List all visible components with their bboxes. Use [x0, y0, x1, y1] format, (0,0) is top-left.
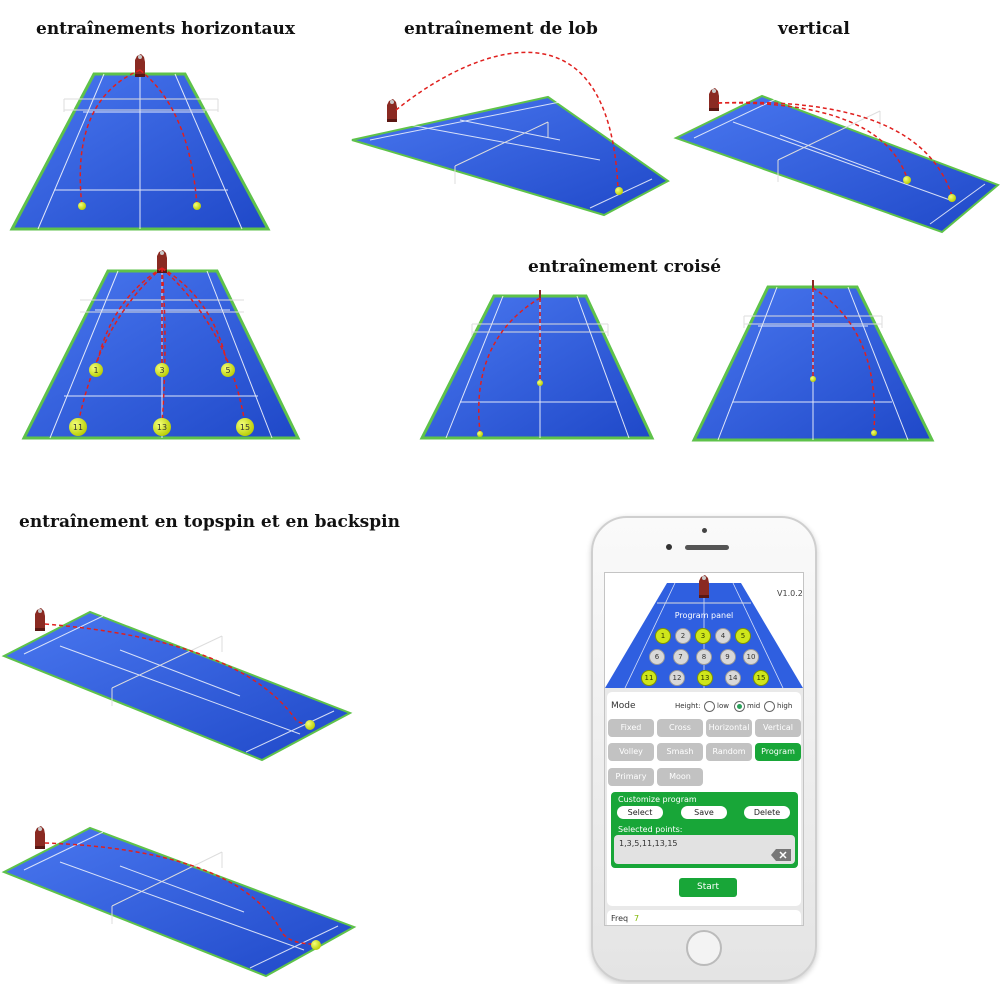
customize-program-panel: Customize program Select Save Delete Sel… [611, 792, 798, 868]
program-point-4[interactable]: 4 [715, 628, 731, 644]
selected-points-label: Selected points: [618, 825, 683, 834]
ball-icon [236, 418, 254, 436]
program-point-8[interactable]: 8 [696, 649, 712, 665]
program-point-10[interactable]: 10 [743, 649, 759, 665]
caption-horizontal-training: entraînements horizontaux [36, 19, 295, 39]
ball-icon [615, 187, 623, 195]
ball-icon [871, 430, 877, 436]
mode-random-button[interactable]: Random [706, 743, 752, 761]
mode-control-card: Mode Height: low mid high Fixed Cross Ho… [607, 692, 801, 906]
ball-icon [948, 194, 956, 202]
mode-volley-button[interactable]: Volley [608, 743, 654, 761]
caption-lob-training: entraînement de lob [404, 19, 598, 39]
delete-button[interactable]: Delete [744, 806, 790, 819]
backspace-clear-icon[interactable] [771, 849, 791, 861]
court-backspin [1, 826, 357, 978]
caption-spin-training: entraînement en topspin et en backspin [19, 512, 400, 532]
frequency-card: Freq 7 [607, 910, 801, 925]
start-button[interactable]: Start [679, 878, 737, 897]
program-point-9[interactable]: 9 [719, 649, 736, 665]
court-cross-right [691, 280, 935, 442]
court-vertical [673, 88, 1000, 234]
mode-fixed-button[interactable]: Fixed [608, 719, 654, 737]
ball-icon [89, 363, 103, 377]
ball-number-5: 5 [225, 366, 230, 375]
ball-number-1: 1 [93, 366, 98, 375]
ball-icon [193, 202, 201, 210]
ball-number-13: 13 [157, 423, 167, 432]
ball-icon [810, 376, 816, 382]
save-button[interactable]: Save [681, 806, 727, 819]
program-point-11[interactable]: 11 [641, 670, 657, 686]
height-low-label: low [717, 702, 729, 710]
height-mid-radio[interactable] [734, 701, 745, 712]
height-high-radio[interactable] [764, 701, 775, 712]
ball-number-11: 11 [73, 423, 83, 432]
height-low-radio[interactable] [704, 701, 715, 712]
court-topspin [1, 608, 353, 762]
court-cross-left [419, 290, 655, 440]
ball-icon [903, 176, 911, 184]
mode-program-button[interactable]: Program [755, 743, 801, 761]
app-version: V1.0.2 [777, 589, 803, 598]
ball-number-3: 3 [159, 366, 164, 375]
ball-icon [78, 202, 86, 210]
program-point-5[interactable]: 5 [735, 628, 751, 644]
program-point-3[interactable]: 3 [695, 628, 711, 644]
selected-points-field[interactable]: 1,3,5,11,13,15 [614, 835, 795, 864]
program-point-13[interactable]: 13 [697, 670, 713, 686]
ball-icon [311, 940, 321, 950]
mode-label: Mode [611, 701, 636, 711]
mode-cross-button[interactable]: Cross [657, 719, 703, 737]
program-point-12[interactable]: 12 [669, 670, 685, 686]
mode-smash-button[interactable]: Smash [657, 743, 703, 761]
frequency-value: 7 [634, 914, 640, 923]
mode-vertical-button[interactable]: Vertical [755, 719, 801, 737]
court-lob [351, 51, 670, 217]
selected-points-value: 1,3,5,11,13,15 [619, 839, 678, 848]
court-program-targets: 1 3 5 11 13 15 [21, 250, 301, 440]
program-point-7[interactable]: 7 [672, 649, 689, 665]
caption-vertical-training: vertical [778, 19, 850, 39]
mode-horizontal-button[interactable]: Horizontal [706, 719, 752, 737]
program-point-1[interactable]: 1 [655, 628, 671, 644]
program-point-15[interactable]: 15 [753, 670, 769, 686]
mode-primary-button[interactable]: Primary [608, 768, 654, 786]
select-button[interactable]: Select [617, 806, 663, 819]
ball-icon [477, 431, 483, 437]
ball-icon [155, 363, 169, 377]
program-panel-title: Program panel [674, 611, 734, 620]
court-horizontal [9, 54, 271, 231]
height-high-label: high [777, 702, 793, 710]
ball-icon [305, 720, 315, 730]
phone-sensor [702, 528, 707, 533]
ball-number-15: 15 [240, 423, 250, 432]
camera-icon [666, 544, 672, 550]
ball-icon [221, 363, 235, 377]
program-point-14[interactable]: 14 [725, 670, 741, 686]
customize-program-title: Customize program [618, 795, 697, 804]
height-mid-label: mid [747, 702, 761, 710]
speaker-grille [685, 545, 729, 550]
height-label: Height: [675, 702, 701, 710]
home-button[interactable] [686, 930, 722, 966]
program-point-6[interactable]: 6 [649, 649, 665, 665]
frequency-label: Freq [611, 914, 629, 923]
program-point-2[interactable]: 2 [675, 628, 691, 644]
ball-icon [69, 418, 87, 436]
ball-icon [537, 380, 543, 386]
caption-cross-training: entraînement croisé [528, 257, 722, 277]
ball-icon [153, 418, 171, 436]
mode-moon-button[interactable]: Moon [657, 768, 703, 786]
